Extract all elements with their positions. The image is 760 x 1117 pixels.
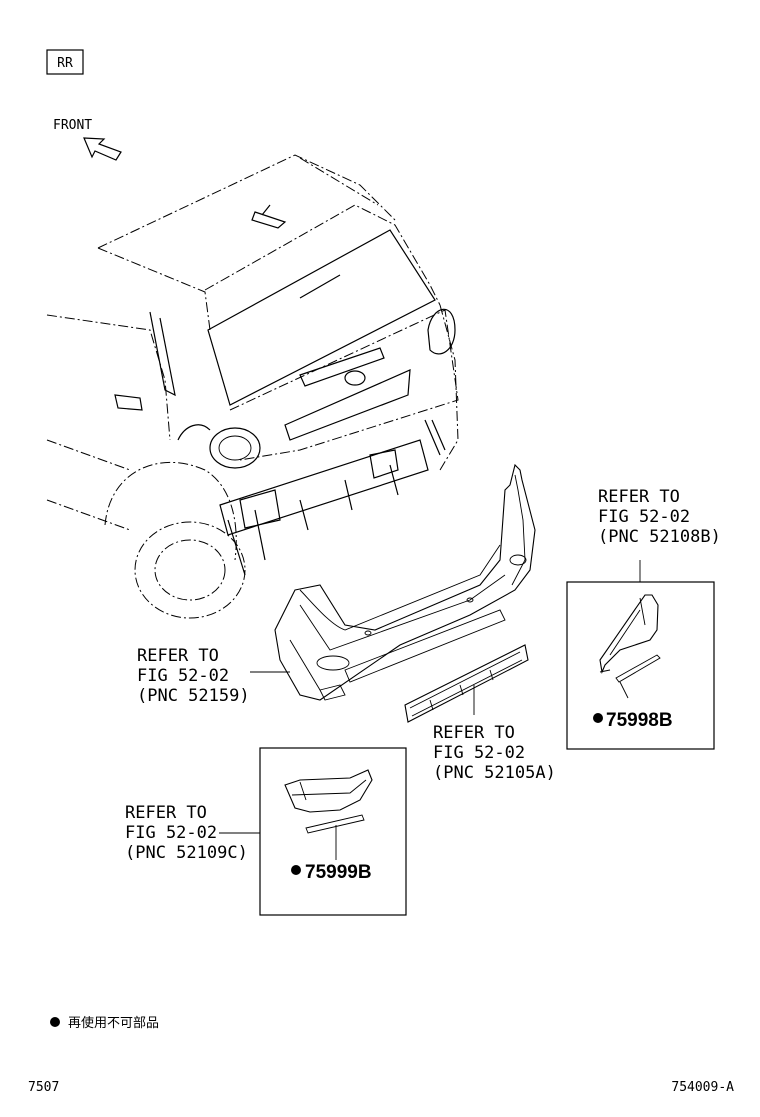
section-code: RR xyxy=(57,56,73,71)
bumper-lower-absorber xyxy=(404,644,529,723)
callout-line3: (PNC 52108B) xyxy=(598,527,721,547)
legend-text: 再使用不可部品 xyxy=(68,1015,159,1031)
non-reusable-marker-icon xyxy=(593,713,603,723)
legend: 再使用不可部品 xyxy=(50,1015,159,1031)
callout-pnc-52159: REFER TO FIG 52-02 (PNC 52159) xyxy=(137,646,250,706)
callout-line2: FIG 52-02 xyxy=(433,743,525,763)
callout-line2: FIG 52-02 xyxy=(137,666,229,686)
footer-right-code: 754009-A xyxy=(671,1080,734,1095)
non-reusable-marker-icon xyxy=(50,1017,60,1027)
callout-line1: REFER TO xyxy=(433,723,515,743)
footer-left-code: 7507 xyxy=(28,1080,59,1095)
part-number-75999b: 75999B xyxy=(305,862,372,883)
front-arrow-icon xyxy=(83,137,122,161)
callout-line3: (PNC 52109C) xyxy=(125,843,248,863)
detail-box-left xyxy=(259,747,407,916)
callout-line1: REFER TO xyxy=(125,803,207,823)
callout-pnc-52105a: REFER TO FIG 52-02 (PNC 52105A) xyxy=(433,723,556,783)
part-number-75998b: 75998B xyxy=(606,710,673,731)
callout-pnc-52108b: REFER TO FIG 52-02 (PNC 52108B) xyxy=(598,487,721,547)
callout-line1: REFER TO xyxy=(137,646,219,666)
leader-lines xyxy=(219,560,641,834)
callout-line3: (PNC 52159) xyxy=(137,686,250,706)
front-label: FRONT xyxy=(53,118,92,133)
callout-line2: FIG 52-02 xyxy=(125,823,217,843)
vehicle-rear-outline xyxy=(46,154,459,619)
callout-line2: FIG 52-02 xyxy=(598,507,690,527)
section-code-box: RR xyxy=(46,49,84,75)
callout-line1: REFER TO xyxy=(598,487,680,507)
detail-box-right xyxy=(566,581,715,750)
non-reusable-marker-icon xyxy=(291,865,301,875)
callout-pnc-52109c: REFER TO FIG 52-02 (PNC 52109C) xyxy=(125,803,248,863)
rear-bumper-cover xyxy=(274,463,536,701)
callout-line3: (PNC 52105A) xyxy=(433,763,556,783)
front-direction-indicator: FRONT xyxy=(53,118,122,161)
